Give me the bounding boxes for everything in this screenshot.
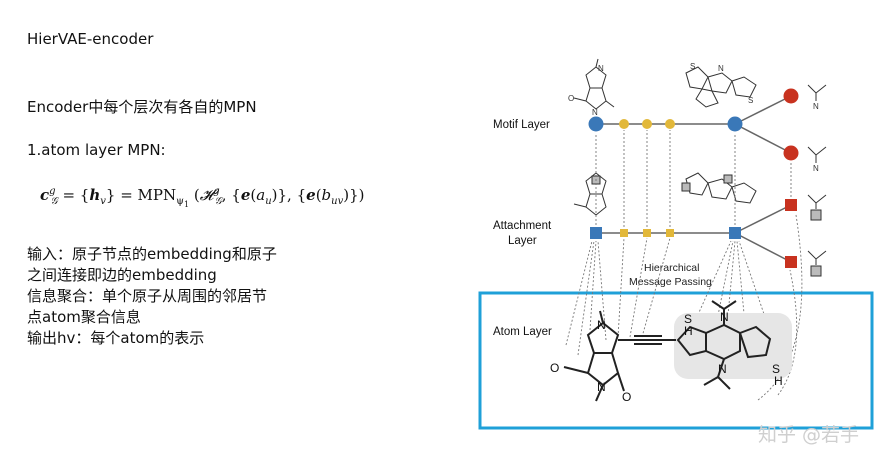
atom-label: H <box>774 374 783 388</box>
motif-node <box>588 116 604 132</box>
atom-label: S <box>772 362 780 376</box>
atom-layer-highlight-box <box>478 291 874 430</box>
atom-label: N <box>597 318 606 332</box>
message-passing-label-1: Hierarchical <box>644 262 699 274</box>
motif-node <box>727 116 743 132</box>
atom-label: S <box>748 96 753 105</box>
description-line: 之间连接即边的embedding <box>27 266 217 284</box>
atom-label: N <box>718 64 724 73</box>
attachment-node <box>666 229 674 237</box>
atom-label: S <box>690 62 695 71</box>
motif-node <box>642 119 652 129</box>
attachment-layer-label-1: Attachment <box>493 220 552 232</box>
description-line: 输入：原子节点的embedding和原子 <box>27 245 277 263</box>
motif-molecule-isopropyl <box>807 84 827 163</box>
attachment-layer-label-2: Layer <box>508 235 537 247</box>
attachment-molecule-pyrrole <box>573 172 607 216</box>
attachment-node <box>643 229 651 237</box>
attachment-node <box>785 256 797 268</box>
motif-layer-label: Motif Layer <box>493 119 550 131</box>
message-passing-label-2: Message Passing <box>629 276 712 288</box>
motif-molecule-fused <box>685 66 757 108</box>
description: 输入：原子节点的embedding和原子 之间连接即边的embedding 信息… <box>27 244 277 349</box>
atom-label: O <box>550 361 559 375</box>
motif-node <box>783 88 799 104</box>
atom-label: O <box>622 390 631 404</box>
motif-molecule-pyrrole <box>573 58 615 110</box>
atom-label: N <box>813 102 819 111</box>
motif-node <box>783 145 799 161</box>
atom-label: N <box>598 64 604 73</box>
attachment-node <box>620 229 628 237</box>
slide-title: HierVAE-encoder <box>27 30 154 48</box>
attachment-molecule-fused <box>681 172 757 204</box>
section-heading: 1.atom layer MPN: <box>27 141 166 159</box>
watermark: 知乎 @若手 <box>757 424 859 446</box>
atom-label: H <box>684 324 693 338</box>
atom-layer-label: Atom Layer <box>493 326 552 338</box>
attachment-molecule-isopropyl <box>807 194 827 277</box>
encoder-heading: Encoder中每个层次有各自的MPN <box>27 98 257 116</box>
mpn-formula: cg𝒢 = {hv} = MPNψ1 (𝓗g𝒢, {e(au)}, {e(buv… <box>40 186 365 209</box>
attachment-node <box>785 199 797 211</box>
atom-label: N <box>597 380 606 394</box>
atom-label: N <box>813 164 819 173</box>
attachment-node <box>729 227 741 239</box>
atom-label: S <box>684 312 692 326</box>
fused-ring-highlight <box>674 313 792 379</box>
hierarchical-figure: Motif Layer N O N S N S N N Attachment L… <box>478 58 874 430</box>
motif-node <box>619 119 629 129</box>
atom-label: N <box>592 108 598 117</box>
motif-node <box>665 119 675 129</box>
atom-label: O <box>568 94 574 103</box>
atom-label: N <box>718 362 727 376</box>
description-line: 点atom聚合信息 <box>27 308 141 326</box>
atom-label: N <box>720 310 729 324</box>
description-line: 输出hv：每个atom的表示 <box>27 329 205 347</box>
description-line: 信息聚合：单个原子从周围的邻居节 <box>27 287 268 305</box>
atom-layer-molecule <box>563 300 772 402</box>
attachment-node <box>590 227 602 239</box>
